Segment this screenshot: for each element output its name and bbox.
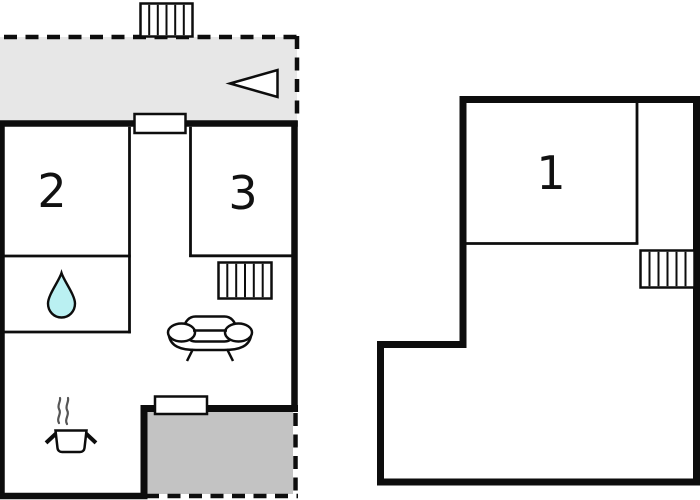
room-3-label: 3 bbox=[228, 166, 257, 220]
terrace-bottom bbox=[140, 405, 298, 499]
bathroom-area bbox=[46, 268, 77, 319]
room-1: 1 bbox=[466, 103, 639, 245]
pot-handle bbox=[84, 431, 98, 445]
interior-walls bbox=[0, 126, 292, 334]
room-2-label: 2 bbox=[37, 164, 66, 218]
right-building-outline bbox=[377, 96, 700, 486]
sofa-icon bbox=[166, 315, 254, 362]
pot-handle bbox=[44, 431, 58, 445]
room-3: 3 bbox=[228, 166, 257, 220]
sofa-base bbox=[167, 335, 253, 352]
window-top-icon bbox=[133, 112, 187, 135]
steam-line bbox=[65, 396, 70, 426]
pot-body bbox=[54, 429, 88, 454]
living-area bbox=[166, 261, 273, 362]
stove-pot-icon bbox=[44, 396, 98, 454]
steam-line bbox=[57, 396, 62, 425]
kitchen-area bbox=[44, 396, 98, 454]
left-building: 2 3 bbox=[0, 2, 300, 500]
sofa-armrest bbox=[223, 322, 254, 343]
stairs-top-icon bbox=[139, 2, 194, 38]
stairs-icon-right-building bbox=[639, 249, 696, 289]
terrace-top bbox=[0, 2, 300, 122]
room-2: 2 bbox=[37, 164, 66, 218]
sofa-armrest bbox=[166, 322, 197, 343]
water-drop-icon bbox=[46, 268, 77, 319]
sofa-leg bbox=[225, 348, 235, 362]
terrace-door-icon bbox=[153, 395, 209, 416]
stairs-icon-left-building bbox=[217, 261, 273, 300]
direction-arrow-icon bbox=[225, 68, 279, 99]
sofa-leg bbox=[185, 348, 195, 362]
terrace-bottom-area bbox=[147, 412, 293, 494]
right-building: 1 bbox=[377, 96, 700, 486]
room-1-label: 1 bbox=[536, 146, 565, 200]
